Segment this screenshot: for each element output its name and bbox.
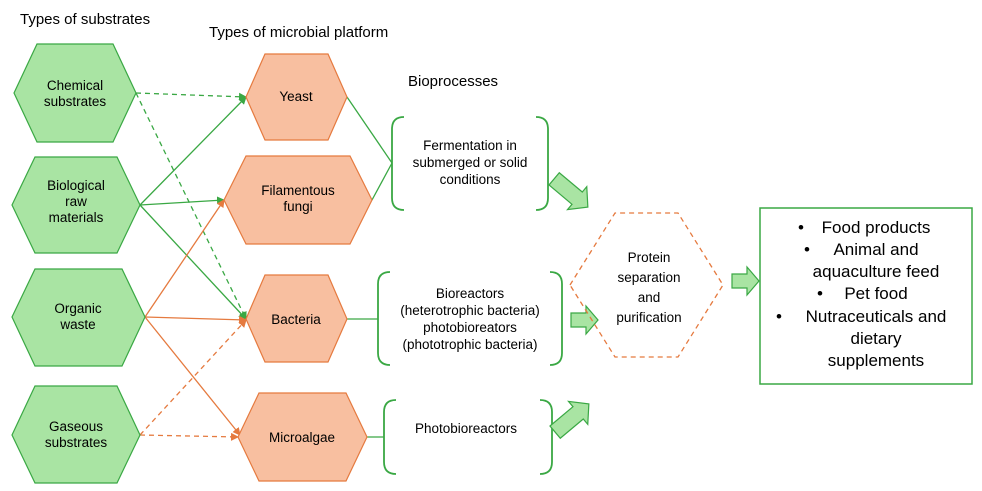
process-photobioreactors: Photobioreactors bbox=[383, 399, 553, 475]
output-food-products: Food products bbox=[822, 218, 931, 237]
connector-organic-microalgae bbox=[144, 316, 241, 436]
platform-microalgae: Microalgae bbox=[237, 392, 368, 482]
connector-chemical-yeast bbox=[135, 92, 247, 101]
connector-organic-fungi bbox=[144, 199, 225, 318]
process-fermentation-brace-right bbox=[535, 116, 549, 211]
heading-bioprocesses: Bioprocesses bbox=[408, 73, 498, 90]
outputs-box: • Food products • Animal and aquaculture… bbox=[759, 207, 973, 385]
connector-gaseous-microalgae bbox=[139, 432, 239, 441]
separation-hexagon bbox=[569, 212, 724, 358]
substrate-biological-label-3: materials bbox=[49, 210, 104, 225]
output-nutra-line-3: supplements bbox=[828, 351, 924, 370]
platform-bacteria-hexagon bbox=[245, 274, 348, 363]
platform-bacteria-label: Bacteria bbox=[271, 312, 321, 327]
output-animal-line-2: aquaculture feed bbox=[813, 262, 940, 281]
separation-label-1: Protein bbox=[628, 250, 671, 265]
platform-bacteria: Bacteria bbox=[245, 274, 348, 363]
process-bioreactors-label-1: Bioreactors bbox=[436, 286, 505, 301]
substrate-chemical: Chemical substrates bbox=[13, 43, 137, 143]
process-bioreactors-brace-right bbox=[549, 271, 563, 366]
process-fermentation-label-1: Fermentation in bbox=[423, 138, 517, 153]
separation-label-2: separation bbox=[617, 270, 680, 285]
connector-biological-yeast bbox=[139, 96, 247, 206]
connectors bbox=[135, 92, 393, 441]
process-fermentation-brace-left bbox=[391, 116, 405, 211]
connector-gaseous-bacteria bbox=[139, 319, 247, 436]
substrate-organic-label-2: waste bbox=[59, 317, 95, 332]
process-fermentation-label-2: submerged or solid bbox=[413, 155, 528, 170]
platform-fungi: Filamentous fungi bbox=[223, 155, 373, 245]
substrate-gaseous-hexagon bbox=[11, 385, 141, 484]
output-nutra-line-2: dietary bbox=[850, 329, 902, 348]
output-pet-food: Pet food bbox=[844, 284, 907, 303]
output-bullet-2: • bbox=[804, 240, 810, 259]
heading-platform: Types of microbial platform bbox=[209, 24, 388, 41]
substrate-gaseous-label-1: Gaseous bbox=[49, 419, 103, 434]
outputs-box-border bbox=[759, 207, 973, 385]
process-fermentation: Fermentation in submerged or solid condi… bbox=[391, 116, 549, 211]
substrate-gaseous-label-2: substrates bbox=[45, 435, 108, 450]
process-bioreactors: Bioreactors (heterotrophic bacteria) pho… bbox=[377, 271, 563, 366]
process-bioreactors-label-2: (heterotrophic bacteria) bbox=[400, 303, 540, 318]
connector-yeast-fermentation bbox=[346, 96, 393, 164]
substrate-chemical-label-2: substrates bbox=[44, 94, 107, 109]
platform-fungi-label-2: fungi bbox=[283, 199, 312, 214]
separation-stage: Protein separation and purification bbox=[569, 212, 724, 358]
platform-fungi-label-1: Filamentous bbox=[261, 183, 335, 198]
connector-fungi-fermentation bbox=[371, 162, 393, 201]
block-arrow-fermentation bbox=[548, 171, 589, 211]
process-photobioreactors-brace-right bbox=[539, 399, 553, 475]
block-arrow-photobioreactors bbox=[549, 400, 590, 440]
connector-biological-bacteria bbox=[139, 204, 247, 320]
separation-label-3: and bbox=[638, 290, 661, 305]
substrate-organic-hexagon bbox=[11, 268, 146, 367]
substrate-chemical-hexagon bbox=[13, 43, 137, 143]
substrate-biological-label-1: Biological bbox=[47, 178, 105, 193]
process-bioreactors-label-3: photobioreators bbox=[423, 320, 517, 335]
process-bioreactors-label-4: (phototrophic bacteria) bbox=[402, 337, 537, 352]
output-bullet-4: • bbox=[776, 307, 782, 326]
block-arrow-output bbox=[731, 265, 760, 297]
process-fermentation-label-3: conditions bbox=[440, 172, 501, 187]
substrate-biological-label-2: raw bbox=[65, 194, 87, 209]
substrate-organic: Organic waste bbox=[11, 268, 146, 367]
output-bullet-3: • bbox=[817, 284, 823, 303]
platform-microalgae-label: Microalgae bbox=[269, 430, 335, 445]
connector-organic-bacteria bbox=[144, 315, 247, 324]
connector-biological-fungi bbox=[139, 196, 225, 206]
substrate-chemical-label-1: Chemical bbox=[47, 78, 103, 93]
substrate-gaseous: Gaseous substrates bbox=[11, 385, 141, 484]
process-bioreactors-brace-left bbox=[377, 271, 391, 366]
platform-fungi-hexagon bbox=[223, 155, 373, 245]
platform-yeast-hexagon bbox=[245, 53, 348, 141]
substrate-biological: Biological raw materials bbox=[11, 156, 141, 254]
output-bullet-1: • bbox=[798, 218, 804, 237]
separation-label-4: purification bbox=[616, 310, 681, 325]
block-arrow-bioreactors bbox=[570, 304, 599, 336]
platform-yeast: Yeast bbox=[245, 53, 348, 141]
substrate-biological-hexagon bbox=[11, 156, 141, 254]
process-photobioreactors-brace-left bbox=[383, 399, 397, 475]
output-nutra-line-1: Nutraceuticals and bbox=[806, 307, 947, 326]
platform-yeast-label: Yeast bbox=[279, 89, 313, 104]
output-animal-line-1: Animal and bbox=[833, 240, 918, 259]
process-photobioreactors-label: Photobioreactors bbox=[415, 421, 517, 436]
platform-microalgae-hexagon bbox=[237, 392, 368, 482]
connector-chemical-bacteria bbox=[135, 92, 247, 320]
substrate-organic-label-1: Organic bbox=[54, 301, 102, 316]
heading-substrates: Types of substrates bbox=[20, 11, 150, 28]
